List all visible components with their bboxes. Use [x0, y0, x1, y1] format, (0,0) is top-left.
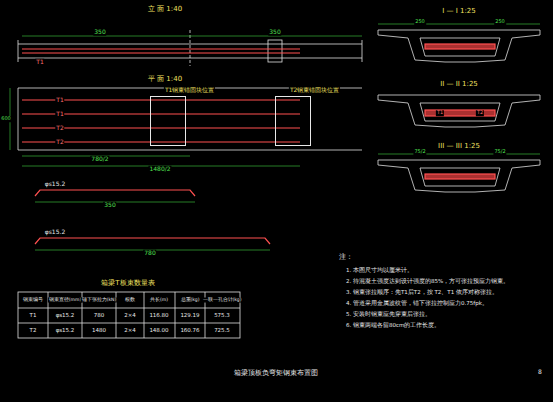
- label: 780: [143, 250, 156, 257]
- label: 575.3: [213, 312, 231, 318]
- label: II — II 1:25: [439, 81, 479, 89]
- label: 箱梁T板束数量表: [100, 280, 155, 288]
- label: I — I 1:25: [441, 8, 477, 16]
- label: 250: [494, 19, 506, 25]
- label: 75/2: [493, 149, 506, 155]
- anchor-block: T2钢束锚固块位置: [275, 96, 311, 146]
- label: 75/2: [413, 149, 426, 155]
- label: 1480: [91, 327, 107, 333]
- label: III — III 1:25: [437, 143, 481, 151]
- label: 148.00: [148, 327, 169, 333]
- label: 立 面 1:40: [147, 6, 183, 14]
- label: 5. 安装时钢束应先穿束后张拉。: [345, 311, 432, 317]
- label: 注：: [338, 254, 354, 262]
- label: 1. 本图尺寸均以厘米计。: [345, 267, 414, 273]
- label: 2×4: [123, 312, 137, 318]
- label: T2: [476, 110, 484, 116]
- block-label: T1钢束锚固块位置: [164, 86, 215, 95]
- label: T1: [55, 97, 64, 104]
- label: T1: [29, 312, 38, 318]
- label: T1: [35, 59, 44, 66]
- label: 160.76: [179, 327, 200, 333]
- label: 600: [0, 116, 12, 122]
- block-label: T2钢束锚固块位置: [289, 86, 340, 95]
- label: 4. 管道采用金属波纹管，锚下张拉控制应力0.75fpk。: [345, 300, 489, 306]
- label: 8: [537, 369, 543, 376]
- label: 250: [414, 19, 426, 25]
- label: T2: [55, 125, 64, 132]
- label: 780: [93, 312, 106, 318]
- label: φs15.2: [55, 327, 76, 333]
- label: 2. 待混凝土强度达到设计强度的85%，方可张拉预应力钢束。: [345, 278, 510, 284]
- label: 350: [103, 202, 116, 209]
- label: 116.80: [148, 312, 169, 318]
- label: φs15.2: [55, 312, 76, 318]
- label: 2×4: [123, 327, 137, 333]
- label: 平 面 1:40: [147, 76, 183, 84]
- label: 锚下张拉力(kN): [81, 298, 117, 303]
- label: 6. 钢束两端各留80cm的工作长度。: [345, 322, 441, 328]
- label: T1: [436, 110, 444, 116]
- label: 350: [268, 29, 281, 36]
- anchor-block: T1钢束锚固块位置: [150, 96, 186, 146]
- label: φs15.2: [44, 181, 66, 188]
- label: 总重(kg): [180, 298, 201, 303]
- label: T1: [55, 111, 64, 118]
- label: 1480/2: [148, 166, 171, 173]
- label: 725.5: [213, 327, 231, 333]
- label: 780/2: [90, 156, 109, 163]
- drawing-title: 箱梁顶板负弯矩钢束布置图: [233, 370, 319, 377]
- label: T2: [29, 327, 38, 333]
- label: 钢束编号: [22, 298, 44, 303]
- label: 共长(m): [149, 298, 169, 303]
- label: φs15.2: [44, 229, 66, 236]
- label: 3. 钢束张拉顺序：先T1后T2，按 T2、T1 依序对称张拉。: [345, 289, 499, 295]
- label: T2: [55, 139, 64, 146]
- label: 根数: [124, 298, 136, 303]
- label: 一联一孔合计(kg): [202, 298, 243, 303]
- label: 钢束直径(mm): [48, 298, 82, 303]
- label: 350: [93, 29, 106, 36]
- label: 129.19: [179, 312, 200, 318]
